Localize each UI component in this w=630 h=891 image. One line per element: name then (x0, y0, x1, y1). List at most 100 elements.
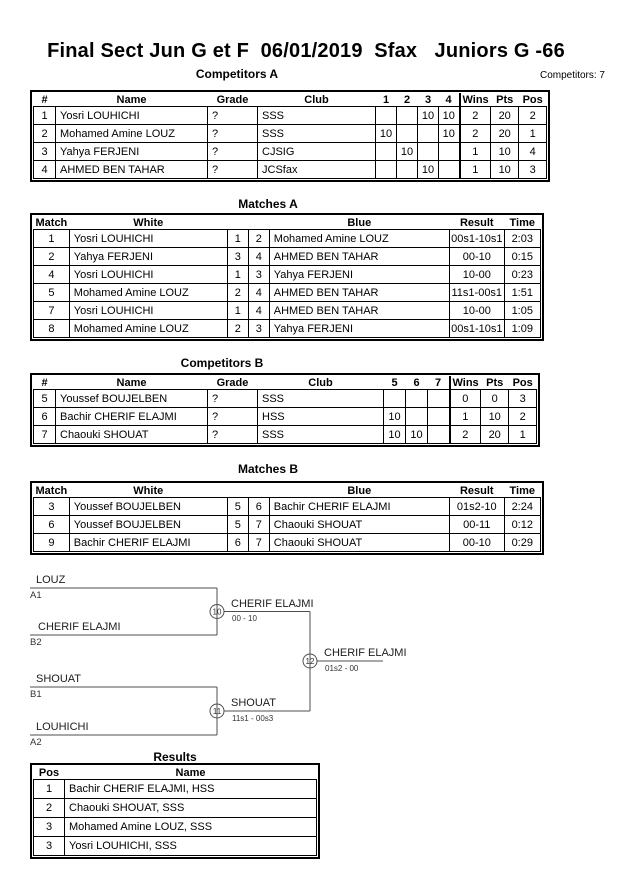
white-name: Yahya FERJENI (68, 247, 228, 266)
col-header-pts: Pts (486, 376, 504, 389)
score-cell (417, 124, 439, 143)
blue-name: Yahya FERJENI (268, 265, 450, 284)
result-name: Bachir CHERIF ELAJMI, HSS (64, 779, 317, 799)
white-seed: 6 (226, 533, 249, 552)
competitors-b-table: # Name Grade Club 5 6 7 Wins Pts Pos 5 Y… (30, 373, 541, 447)
col-header-pos: Pos (522, 93, 543, 106)
score-cell (417, 142, 439, 161)
col-header-spacer (248, 484, 269, 498)
col-header-s3: 3 (424, 93, 432, 106)
blue-seed: 4 (247, 247, 270, 266)
col-header-name: Name (116, 93, 147, 106)
bracket-winner-name: CHERIF ELAJMI (324, 647, 407, 659)
competitor-club: SSS (257, 106, 376, 125)
match-time: 2:24 (503, 497, 541, 516)
col-header-wins: Wins (458, 93, 491, 107)
match-num: 8 (33, 319, 70, 338)
white-seed: 5 (226, 515, 249, 534)
match-row: 2 Yahya FERJENI 3 4 AHMED BEN TAHAR 00-1… (33, 247, 541, 266)
competitor-num: 2 (33, 124, 56, 143)
competitor-num: 4 (33, 160, 56, 179)
score-cell: 10 (405, 425, 428, 444)
white-name: Yosri LOUHICHI (68, 301, 228, 320)
blue-name: Chaouki SHOUAT (268, 515, 450, 534)
col-header-name: Name (116, 376, 147, 389)
col-header-match: Match (35, 484, 68, 497)
competitor-num: 5 (33, 389, 56, 408)
white-seed: 1 (226, 301, 249, 320)
match-result: 00s1-10s1 (448, 319, 505, 338)
competitor-num: 1 (33, 106, 56, 125)
white-name: Youssef BOUJELBEN (68, 515, 228, 534)
score-cell (375, 160, 397, 179)
competitor-name: Mohamed Amine LOUZ (55, 124, 208, 143)
bracket-seed-tag: B2 (30, 637, 42, 648)
match-time: 0:12 (503, 515, 541, 534)
pts-cell: 10 (480, 407, 510, 426)
score-cell (438, 160, 460, 179)
competitor-name: Youssef BOUJELBEN (55, 389, 208, 408)
competitor-grade: ? (207, 142, 258, 161)
result-name: Chaouki SHOUAT, SSS (64, 798, 317, 818)
col-header-spacer (227, 216, 248, 230)
score-cell (396, 160, 418, 179)
col-header-white: White (133, 484, 164, 497)
blue-seed: 7 (247, 533, 270, 552)
white-name: Yosri LOUHICHI (68, 229, 228, 248)
col-header-s4: 4 (445, 93, 452, 106)
col-header-spacer (227, 484, 248, 498)
results-table: Pos Name 1 Bachir CHERIF ELAJMI, HSS 2 C… (30, 763, 320, 859)
col-header-s1: 5 (391, 376, 398, 389)
blue-name: AHMED BEN TAHAR (268, 301, 450, 320)
pos-cell: 3 (508, 389, 538, 408)
wins-cell: 2 (448, 425, 482, 444)
score-cell (375, 106, 397, 125)
match-time: 1:51 (503, 283, 541, 302)
table-header-row: Match White Blue Result Time (34, 484, 541, 498)
white-name: Youssef BOUJELBEN (68, 497, 228, 516)
competitor-name: Yahya FERJENI (55, 142, 208, 161)
competitor-grade: ? (207, 407, 258, 426)
score-cell: 10 (383, 425, 406, 444)
col-header-time: Time (509, 216, 536, 229)
wins-cell: 2 (458, 106, 492, 125)
competitor-num: 7 (33, 425, 56, 444)
section-heading-competitors-a: Competitors A (195, 67, 279, 81)
competitor-club: JCSfax (257, 160, 376, 179)
pos-cell: 1 (508, 425, 538, 444)
col-header-grade: Grade (216, 93, 249, 106)
col-header-num: # (41, 93, 48, 106)
competitor-grade: ? (207, 160, 258, 179)
competitor-club: SSS (257, 124, 376, 143)
match-num: 9 (33, 533, 70, 552)
blue-seed: 7 (247, 515, 270, 534)
section-heading-matches-a: Matches A (238, 197, 298, 211)
score-cell: 10 (383, 407, 406, 426)
match-result: 00-11 (448, 515, 505, 534)
white-seed: 3 (226, 247, 249, 266)
pts-cell: 20 (490, 106, 520, 125)
competitor-club: SSS (257, 425, 384, 444)
score-cell (438, 142, 460, 161)
competitor-club: HSS (257, 407, 384, 426)
bracket-seed-name: SHOUAT (36, 673, 81, 685)
score-cell: 10 (417, 160, 439, 179)
result-pos: 3 (33, 817, 65, 837)
pts-cell: 20 (490, 124, 520, 143)
elimination-bracket: LOUZ A1 CHERIF ELAJMI B2 10 CHERIF ELAJM… (30, 574, 407, 748)
bracket-match-score: 00 - 10 (232, 614, 257, 623)
competitor-row: 6 Bachir CHERIF ELAJMI ? HSS 10 1 10 2 (33, 407, 538, 426)
match-number: 11 (213, 707, 222, 716)
bracket-winner-name: SHOUAT (231, 697, 276, 709)
table-header-row: Pos Name (34, 766, 317, 780)
bracket-seed-tag: B1 (30, 689, 42, 700)
match-result: 00-10 (448, 533, 505, 552)
match-num: 3 (33, 497, 70, 516)
competitors-a-table: # Name Grade Club 1 2 3 4 Wins Pts Pos 1… (30, 90, 551, 182)
match-time: 1:05 (503, 301, 541, 320)
matches-a-table: Match White Blue Result Time 1 Yosri LOU… (30, 213, 544, 341)
match-time: 1:09 (503, 319, 541, 338)
competitors-count: Competitors: 7 (539, 70, 605, 81)
blue-seed: 2 (247, 229, 270, 248)
result-pos: 3 (33, 836, 65, 856)
